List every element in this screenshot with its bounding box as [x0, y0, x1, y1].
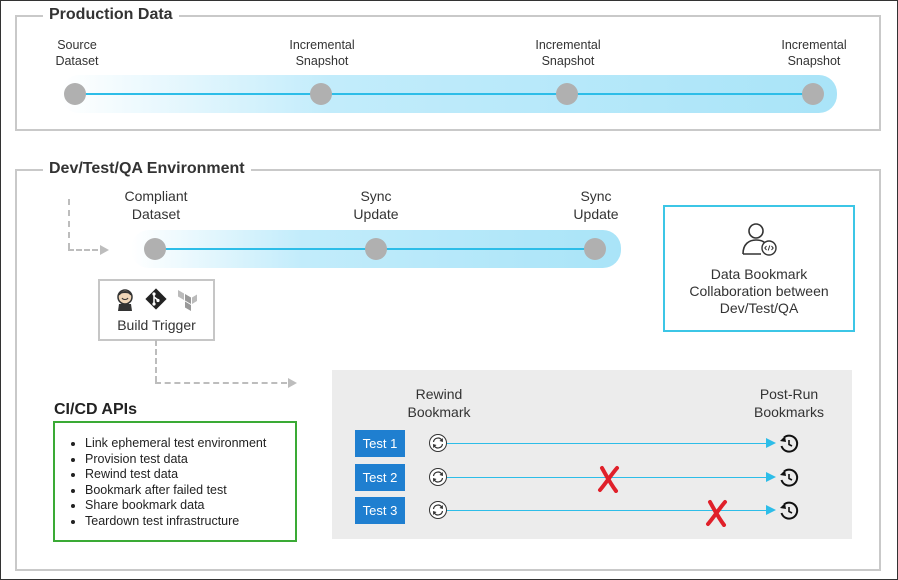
rewind-sync-icon [429, 434, 447, 452]
connector-arrow-icon [100, 245, 109, 255]
test-1-button[interactable]: Test 1 [355, 430, 405, 457]
devtest-node [584, 238, 606, 260]
cicd-title: CI/CD APIs [54, 401, 137, 418]
jenkins-icon [117, 289, 133, 311]
build-trigger-box: Build Trigger [98, 279, 215, 341]
production-title: Production Data [43, 6, 179, 24]
test-1-arrow-icon [766, 438, 776, 448]
bookmark-collaboration-box: Data Bookmark Collaboration between Dev/… [663, 205, 855, 332]
list-item: Link ephemeral test environment [85, 436, 295, 452]
list-item: Bookmark after failed test [85, 483, 295, 499]
list-item: Rewind test data [85, 467, 295, 483]
developer-bookmark-icon [742, 223, 777, 256]
connector-dashed [155, 340, 157, 382]
devtest-node [365, 238, 387, 260]
terraform-icon [178, 290, 197, 311]
list-item: Share bookmark data [85, 498, 295, 514]
post-run-bookmark-icon [780, 501, 799, 520]
test-3-arrow-icon [766, 505, 776, 515]
rewind-sync-icon [429, 501, 447, 519]
production-node [802, 83, 824, 105]
cicd-api-list: Link ephemeral test environment Provisio… [55, 436, 295, 530]
build-trigger-label: Build Trigger [117, 317, 196, 333]
test-2-arrow-icon [766, 472, 776, 482]
production-timeline-line [75, 93, 815, 95]
list-item: Provision test data [85, 452, 295, 468]
cicd-api-box: Link ephemeral test environment Provisio… [53, 421, 297, 542]
test-3-timeline [447, 510, 767, 511]
list-item: Teardown test infrastructure [85, 514, 295, 530]
test-3-button[interactable]: Test 3 [355, 497, 405, 524]
production-node [310, 83, 332, 105]
connector-dashed [155, 382, 287, 384]
bookmark-collaboration-text: Data Bookmark Collaboration between Dev/… [689, 266, 829, 316]
post-run-bookmark-icon [780, 468, 799, 487]
devtest-frame [15, 169, 881, 571]
connector-dashed [68, 249, 98, 251]
devtest-title: Dev/Test/QA Environment [43, 160, 251, 178]
connector-arrow-icon [288, 378, 297, 388]
devtest-node [144, 238, 166, 260]
test-2-failure-icon [598, 466, 619, 493]
git-icon [145, 288, 167, 310]
production-node [556, 83, 578, 105]
production-node [64, 83, 86, 105]
post-run-bookmark-icon [780, 434, 799, 453]
rewind-sync-icon [429, 468, 447, 486]
test-2-button[interactable]: Test 2 [355, 464, 405, 491]
test-1-timeline [447, 443, 767, 444]
connector-dashed [68, 199, 70, 249]
test-3-failure-icon [706, 500, 727, 527]
production-frame [15, 15, 881, 131]
